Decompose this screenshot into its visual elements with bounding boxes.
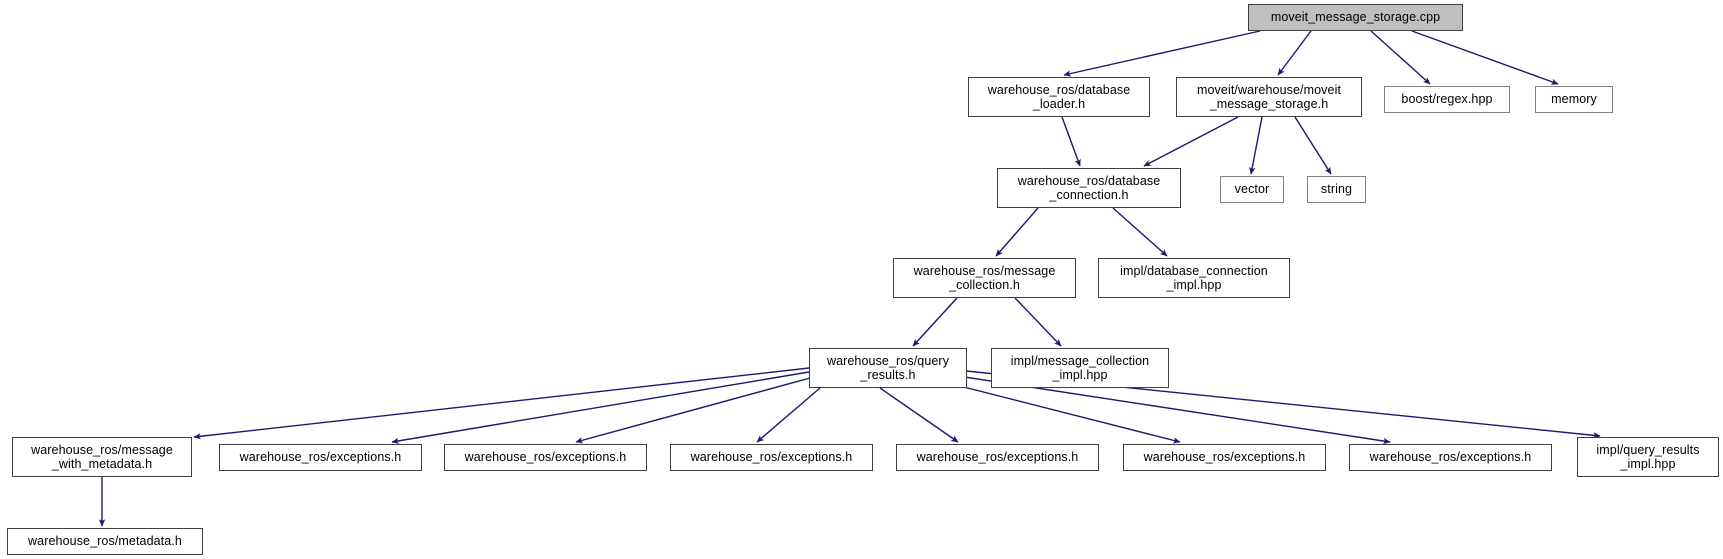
graph-node-db_connection[interactable]: warehouse_ros/database _connection.h — [997, 168, 1181, 208]
graph-node-label: warehouse_ros/exceptions.h — [690, 450, 853, 465]
graph-node-label: moveit/warehouse/moveit _message_storage… — [1196, 82, 1342, 112]
graph-node-moveit_msg_storage_h[interactable]: moveit/warehouse/moveit _message_storage… — [1176, 77, 1362, 117]
graph-node-exceptions_1[interactable]: warehouse_ros/exceptions.h — [219, 444, 422, 471]
graph-node-query_results_impl[interactable]: impl/query_results _impl.hpp — [1577, 437, 1719, 477]
graph-edge-message_collection-to-message_collection_impl — [1014, 297, 1062, 347]
graph-node-memory[interactable]: memory — [1535, 86, 1613, 113]
graph-node-db_loader[interactable]: warehouse_ros/database _loader.h — [968, 77, 1150, 117]
graph-node-exceptions_2[interactable]: warehouse_ros/exceptions.h — [444, 444, 647, 471]
graph-node-exceptions_5[interactable]: warehouse_ros/exceptions.h — [1123, 444, 1326, 471]
graph-edge-db_connection-to-message_collection — [995, 207, 1039, 257]
graph-node-boost_regex[interactable]: boost/regex.hpp — [1384, 86, 1510, 113]
graph-node-label: warehouse_ros/exceptions.h — [464, 450, 627, 465]
graph-node-metadata[interactable]: warehouse_ros/metadata.h — [7, 528, 203, 555]
graph-edge-query_results-to-exceptions_3 — [756, 387, 821, 443]
graph-node-label: warehouse_ros/message _with_metadata.h — [31, 442, 173, 472]
graph-node-label: warehouse_ros/metadata.h — [28, 534, 182, 549]
graph-node-exceptions_4[interactable]: warehouse_ros/exceptions.h — [896, 444, 1099, 471]
graph-node-label: impl/database_connection _impl.hpp — [1120, 263, 1268, 293]
graph-node-label: string — [1320, 182, 1353, 197]
graph-edge-moveit_msg_storage_h-to-vector — [1249, 116, 1263, 175]
graph-node-label: warehouse_ros/message _collection.h — [913, 263, 1056, 293]
graph-node-message_collection[interactable]: warehouse_ros/message _collection.h — [893, 258, 1076, 298]
graph-edge-query_results-to-exceptions_2 — [575, 377, 811, 444]
graph-node-vector[interactable]: vector — [1220, 176, 1284, 203]
graph-node-message_collection_impl[interactable]: impl/message_collection _impl.hpp — [991, 348, 1169, 388]
graph-node-label: moveit_message_storage.cpp — [1270, 10, 1441, 25]
graph-node-exceptions_3[interactable]: warehouse_ros/exceptions.h — [670, 444, 873, 471]
graph-node-label: vector — [1234, 182, 1270, 197]
graph-edge-db_loader-to-db_connection — [1061, 116, 1081, 167]
graph-edge-root-to-db_loader — [1063, 30, 1261, 77]
graph-edge-root-to-boost_regex — [1370, 30, 1431, 85]
graph-node-label: memory — [1551, 92, 1597, 107]
graph-node-label: warehouse_ros/exceptions.h — [1369, 450, 1532, 465]
graph-edge-query_results-to-exceptions_1 — [391, 371, 810, 445]
graph-node-label: warehouse_ros/exceptions.h — [916, 450, 1079, 465]
graph-node-label: warehouse_ros/exceptions.h — [239, 450, 402, 465]
graph-edge-query_results-to-exceptions_4 — [879, 387, 959, 443]
graph-edge-query_results-to-exceptions_5 — [939, 380, 1181, 444]
graph-node-label: impl/message_collection _impl.hpp — [1010, 353, 1150, 383]
graph-node-db_connection_impl[interactable]: impl/database_connection _impl.hpp — [1098, 258, 1290, 298]
graph-edge-db_connection-to-db_connection_impl — [1112, 207, 1168, 257]
graph-node-string[interactable]: string — [1307, 176, 1366, 203]
graph-edge-root-to-moveit_msg_storage_h — [1277, 30, 1312, 76]
graph-node-label: warehouse_ros/query _results.h — [826, 353, 950, 383]
graph-edge-root-to-memory — [1411, 30, 1559, 85]
graph-edge-message_collection-to-query_results — [912, 297, 958, 347]
graph-node-label: warehouse_ros/database _loader.h — [987, 82, 1131, 112]
graph-node-label: impl/query_results _impl.hpp — [1596, 442, 1700, 472]
graph-node-label: warehouse_ros/exceptions.h — [1143, 450, 1306, 465]
graph-edge-moveit_msg_storage_h-to-string — [1294, 116, 1332, 175]
graph-edge-moveit_msg_storage_h-to-db_connection — [1143, 116, 1239, 167]
graph-node-root[interactable]: moveit_message_storage.cpp — [1248, 4, 1463, 31]
graph-node-label: boost/regex.hpp — [1401, 92, 1493, 107]
graph-node-message_with_metadata[interactable]: warehouse_ros/message _with_metadata.h — [12, 437, 192, 477]
graph-node-label: warehouse_ros/database _connection.h — [1017, 173, 1161, 203]
graph-node-query_results[interactable]: warehouse_ros/query _results.h — [809, 348, 967, 388]
graph-edge-query_results-to-message_with_metadata — [193, 367, 810, 440]
graph-node-exceptions_6[interactable]: warehouse_ros/exceptions.h — [1349, 444, 1552, 471]
